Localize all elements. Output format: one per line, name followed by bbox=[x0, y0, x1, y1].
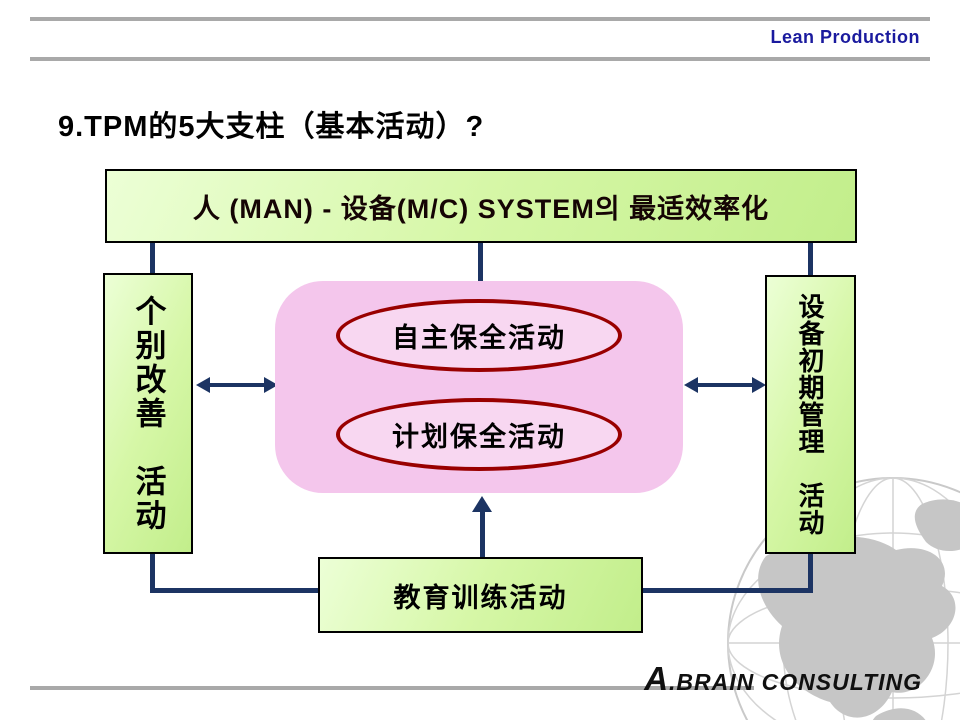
connector-left-bottom-vertical bbox=[150, 553, 155, 593]
initial-equipment-management-label: 设备初期管理 活动 bbox=[795, 293, 825, 536]
globe-watermark-icon bbox=[727, 477, 960, 720]
brand-logo: A.BRAIN CONSULTING bbox=[644, 660, 922, 698]
top-rule-2 bbox=[30, 57, 930, 61]
brand-initial: A bbox=[644, 660, 670, 697]
goal-box-label: 人 (MAN) - 设备(M/C) SYSTEM의 最适效率化 bbox=[192, 193, 770, 224]
maintenance-group-panel: 自主保全活动 计划保全活动 bbox=[275, 281, 683, 493]
up-arrow-stem bbox=[480, 510, 485, 558]
goal-box: 人 (MAN) - 设备(M/C) SYSTEM의 最适效率化 bbox=[105, 169, 857, 243]
education-training-label: 教育训练活动 bbox=[393, 582, 568, 613]
education-training-box: 教育训练活动 bbox=[318, 557, 643, 633]
up-arrow-icon bbox=[469, 496, 496, 558]
connector-right-top-vertical bbox=[808, 243, 813, 276]
arrowhead-left-icon bbox=[196, 377, 210, 393]
up-arrowhead-icon bbox=[472, 496, 492, 512]
page-title: 9.TPM的5大支柱（基本活动）? bbox=[58, 111, 485, 143]
double-arrow-left-icon bbox=[196, 376, 278, 394]
bottom-rule bbox=[30, 686, 754, 690]
individual-improvement-box: 个别改善 活动 bbox=[103, 273, 193, 554]
arrowhead-right-icon bbox=[264, 377, 278, 393]
planned-maintenance-oval: 计划保全活动 bbox=[336, 398, 622, 471]
brand-rest: .BRAIN CONSULTING bbox=[669, 669, 922, 695]
header-product-tag: Lean Production bbox=[770, 27, 920, 47]
connector-left-top-vertical bbox=[150, 243, 155, 274]
autonomous-maintenance-oval: 自主保全活动 bbox=[336, 299, 622, 372]
connector-center-top-vertical bbox=[478, 243, 483, 282]
autonomous-maintenance-label: 自主保全活动 bbox=[392, 323, 566, 353]
planned-maintenance-label: 计划保全活动 bbox=[392, 422, 566, 452]
connector-right-bottom-vertical bbox=[808, 553, 813, 593]
arrowhead-left-icon bbox=[684, 377, 698, 393]
double-arrow-left-bar bbox=[206, 383, 268, 387]
initial-equipment-management-box: 设备初期管理 活动 bbox=[765, 275, 856, 554]
individual-improvement-label: 个别改善 活动 bbox=[130, 294, 166, 533]
connector-left-bottom-horizontal bbox=[150, 588, 320, 593]
double-arrow-right-icon bbox=[684, 376, 766, 394]
double-arrow-right-bar bbox=[694, 383, 756, 387]
connector-right-bottom-horizontal bbox=[641, 588, 813, 593]
arrowhead-right-icon bbox=[752, 377, 766, 393]
top-rule-1 bbox=[30, 17, 930, 21]
